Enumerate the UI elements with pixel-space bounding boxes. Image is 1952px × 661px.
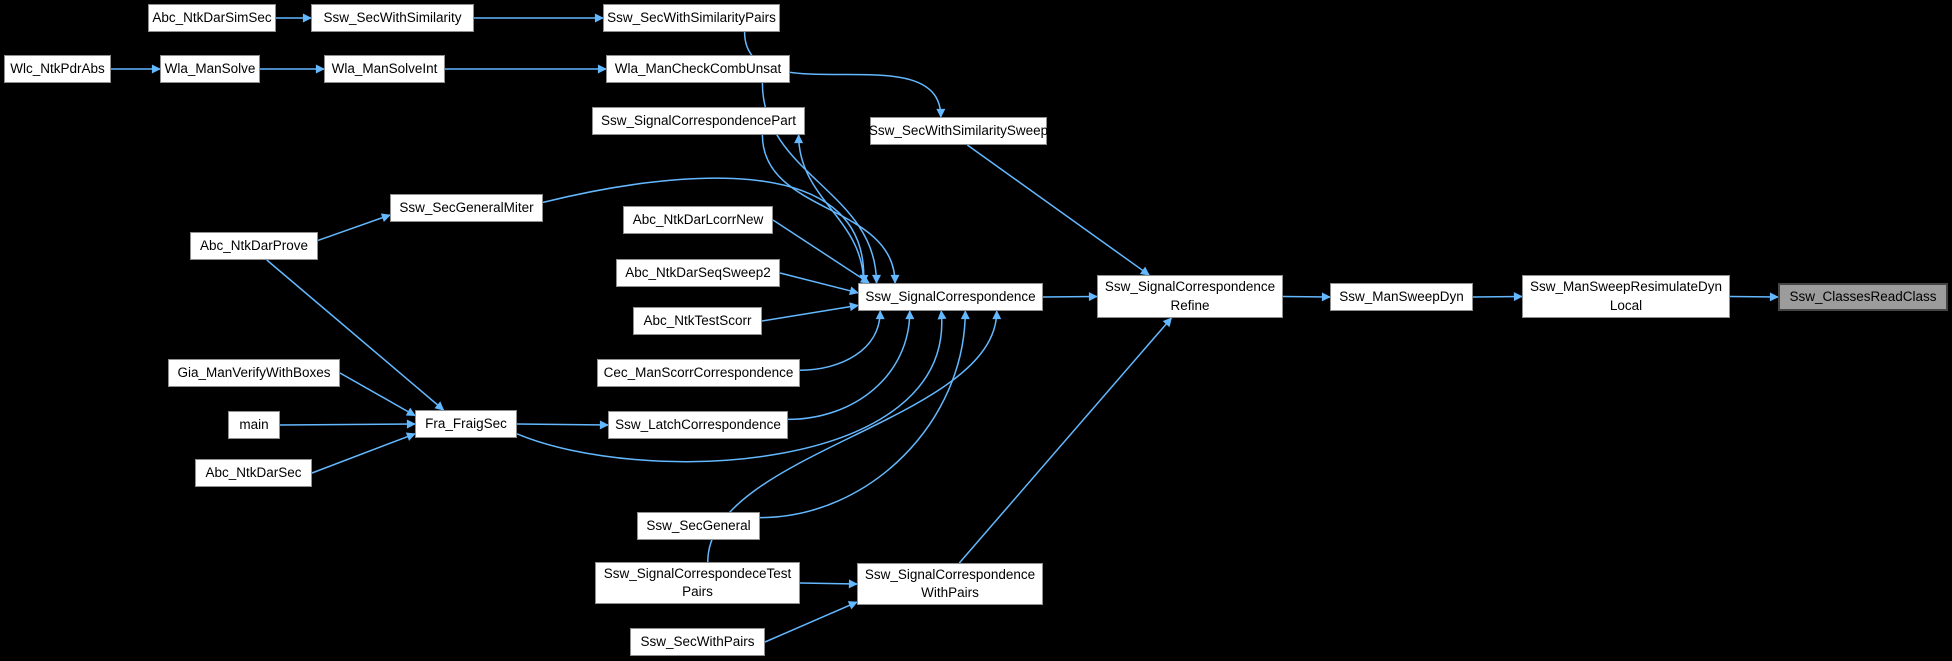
edge-ssw-secwithpairs-ssw-signalcorrespondencewithpairs bbox=[764, 601, 858, 643]
node-ssw-latchcorrespondence[interactable]: Ssw_LatchCorrespondence bbox=[608, 411, 788, 439]
node-abc-ntkdarseqsweep2[interactable]: Abc_NtkDarSeqSweep2 bbox=[616, 259, 780, 287]
edge-ssw-signalcorrespondence-ssw-signalcorrespondencepart bbox=[794, 134, 865, 284]
node-wlc-ntkpdrabs[interactable]: Wlc_NtkPdrAbs bbox=[4, 55, 111, 83]
node-cec-manscorrcorrespondence[interactable]: Cec_ManScorrCorrespondence bbox=[597, 359, 800, 387]
edge-abc-ntkdarseqsweep2-ssw-signalcorrespondence bbox=[779, 272, 859, 296]
node-ssw-mansweepresimulatedynlocal[interactable]: Ssw_ManSweepResimulateDyn Local bbox=[1522, 275, 1730, 318]
node-ssw-secwithpairs[interactable]: Ssw_SecWithPairs bbox=[630, 628, 765, 656]
node-ssw-secgeneralmiter[interactable]: Ssw_SecGeneralMiter bbox=[390, 194, 543, 222]
node-ssw-classesreadclass: Ssw_ClassesReadClass bbox=[1778, 283, 1948, 311]
edge-ssw-secwithsimilaritysweep-ssw-signalcorrespondencerefine bbox=[966, 144, 1150, 276]
node-ssw-secgeneral[interactable]: Ssw_SecGeneral bbox=[637, 512, 760, 540]
edge-abc-ntkdarsec-fra-fraigsec bbox=[311, 432, 416, 474]
node-wla-mansolveint[interactable]: Wla_ManSolveInt bbox=[324, 55, 445, 83]
node-fra-fraigsec[interactable]: Fra_FraigSec bbox=[415, 410, 517, 438]
node-abc-ntkdarsimsec[interactable]: Abc_NtkDarSimSec bbox=[148, 4, 276, 32]
node-ssw-mansweepdyn[interactable]: Ssw_ManSweepDyn bbox=[1330, 283, 1473, 311]
edge-fra-fraigsec-ssw-signalcorrespondence bbox=[516, 310, 947, 463]
edge-ssw-mansweepdyn-ssw-mansweepresimulatedynlocal bbox=[1472, 292, 1523, 302]
edge-ssw-signalcorrespondence-ssw-signalcorrespondencerefine bbox=[1042, 292, 1098, 302]
edge-gia-manverifywithboxes-fra-fraigsec bbox=[339, 372, 416, 417]
node-abc-ntkdarsec[interactable]: Abc_NtkDarSec bbox=[195, 459, 312, 487]
node-main[interactable]: main bbox=[228, 411, 280, 439]
node-ssw-signalcorrespondencepart[interactable]: Ssw_SignalCorrespondencePart bbox=[592, 107, 805, 135]
node-wla-mancheckcombunsat[interactable]: Wla_ManCheckCombUnsat bbox=[606, 55, 790, 83]
node-ssw-signalcorrespondecetestpairs[interactable]: Ssw_SignalCorrespondeceTest Pairs bbox=[595, 562, 800, 604]
edge-ssw-secgeneralmiter-ssw-signalcorrespondence bbox=[542, 177, 869, 284]
edge-ssw-latchcorrespondence-ssw-signalcorrespondence bbox=[787, 310, 915, 421]
node-ssw-secwithsimilaritypairs[interactable]: Ssw_SecWithSimilarityPairs bbox=[603, 4, 780, 32]
edge-cec-manscorrcorrespondence-ssw-signalcorrespondence bbox=[799, 310, 885, 371]
edge-abc-ntkdarprove-ssw-secgeneralmiter bbox=[317, 213, 391, 242]
node-ssw-signalcorrespondencewithpairs[interactable]: Ssw_SignalCorrespondence WithPairs bbox=[857, 563, 1043, 605]
node-ssw-signalcorrespondence[interactable]: Ssw_SignalCorrespondence bbox=[858, 283, 1043, 311]
edge-abc-ntktestscorr-ssw-signalcorrespondence bbox=[761, 302, 859, 322]
edge-fra-fraigsec-ssw-latchcorrespondence bbox=[516, 420, 609, 430]
edge-ssw-secgeneral-ssw-signalcorrespondence bbox=[759, 310, 970, 519]
edge-abc-ntkdarprove-fra-fraigsec bbox=[266, 259, 445, 411]
edge-ssw-signalcorrespondencerefine-ssw-mansweepdyn bbox=[1282, 292, 1331, 302]
node-abc-ntkdarprove[interactable]: Abc_NtkDarProve bbox=[190, 232, 318, 260]
edge-ssw-mansweepresimulatedynlocal-ssw-classesreadclass bbox=[1729, 292, 1779, 302]
node-abc-ntktestscorr[interactable]: Abc_NtkTestScorr bbox=[633, 307, 762, 335]
edge-main-fra-fraigsec bbox=[279, 419, 416, 429]
node-wla-mansolve[interactable]: Wla_ManSolve bbox=[160, 55, 260, 83]
node-ssw-signalcorrespondencerefine[interactable]: Ssw_SignalCorrespondence Refine bbox=[1097, 275, 1283, 318]
node-ssw-secwithsimilarity[interactable]: Ssw_SecWithSimilarity bbox=[311, 4, 474, 32]
node-abc-ntkdarlcorrnew[interactable]: Abc_NtkDarLcorrNew bbox=[623, 206, 773, 234]
edge-ssw-signalcorrespondencewithpairs-ssw-signalcorrespondencerefine bbox=[958, 317, 1172, 564]
edge-abc-ntkdarlcorrnew-ssw-signalcorrespondence bbox=[772, 219, 870, 284]
edge-ssw-signalcorrespondencepart-ssw-signalcorrespondence bbox=[761, 134, 900, 284]
node-gia-manverifywithboxes[interactable]: Gia_ManVerifyWithBoxes bbox=[168, 359, 340, 387]
node-ssw-secwithsimilaritysweep[interactable]: Ssw_SecWithSimilaritySweep bbox=[869, 117, 1048, 145]
edge-ssw-signalcorrespondecetestpairs-ssw-signalcorrespondencewithpairs bbox=[799, 579, 858, 589]
